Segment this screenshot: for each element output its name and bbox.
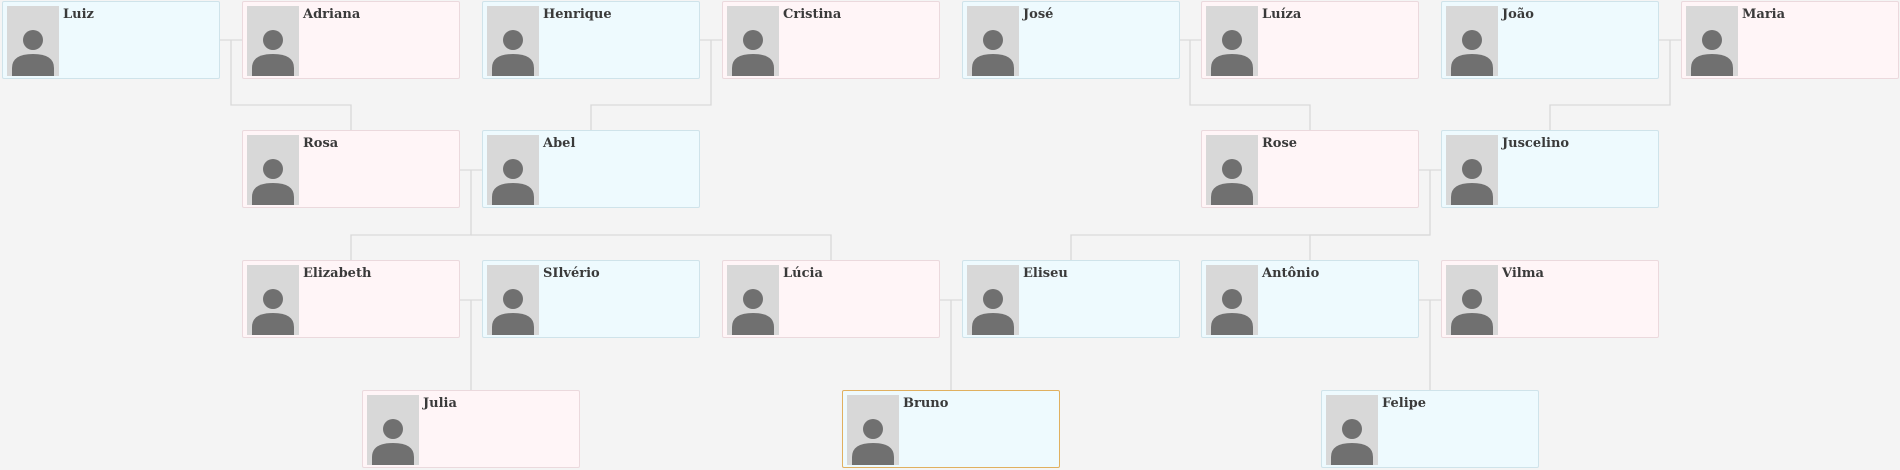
person-card-adriana[interactable]: Adriana [242, 1, 460, 79]
person-card-cristina[interactable]: Cristina [722, 1, 940, 79]
person-name: Elizabeth [303, 266, 372, 281]
person-card-antonio[interactable]: Antônio [1201, 260, 1419, 338]
person-name: José [1023, 7, 1054, 22]
avatar-icon [1446, 265, 1498, 335]
avatar-icon [1206, 6, 1258, 76]
person-card-felipe[interactable]: Felipe [1321, 390, 1539, 468]
person-card-vilma[interactable]: Vilma [1441, 260, 1659, 338]
descent-line [471, 234, 832, 260]
person-name: Vilma [1502, 266, 1544, 281]
person-name: Luiz [63, 7, 94, 22]
person-card-julia[interactable]: Julia [362, 390, 580, 468]
avatar-icon [1446, 6, 1498, 76]
person-name: Antônio [1262, 266, 1320, 281]
person-card-lucia[interactable]: Lúcia [722, 260, 940, 338]
person-name: Eliseu [1023, 266, 1068, 281]
person-card-henrique[interactable]: Henrique [482, 1, 700, 79]
avatar-icon [1326, 395, 1378, 465]
person-card-abel[interactable]: Abel [482, 130, 700, 208]
person-card-bruno[interactable]: Bruno [842, 390, 1060, 468]
person-card-jose[interactable]: José [962, 1, 1180, 79]
person-name: Maria [1742, 7, 1786, 22]
avatar-icon [487, 135, 539, 205]
person-name: SIlvério [543, 266, 600, 281]
person-name: João [1502, 7, 1534, 22]
avatar-icon [1206, 135, 1258, 205]
person-name: Adriana [303, 7, 361, 22]
avatar-icon [1446, 135, 1498, 205]
descent-line [1309, 234, 1430, 260]
person-name: Julia [423, 396, 457, 411]
person-card-luiza[interactable]: Luíza [1201, 1, 1419, 79]
person-name: Lúcia [783, 266, 823, 281]
avatar-icon [967, 265, 1019, 335]
avatar-icon [487, 265, 539, 335]
person-name: Cristina [783, 7, 842, 22]
avatar-icon [1686, 6, 1738, 76]
person-card-maria[interactable]: Maria [1681, 1, 1899, 79]
person-card-elizabeth[interactable]: Elizabeth [242, 260, 460, 338]
avatar-icon [727, 6, 779, 76]
person-name: Rosa [303, 136, 339, 151]
person-card-rose[interactable]: Rose [1201, 130, 1419, 208]
person-card-joao[interactable]: João [1441, 1, 1659, 79]
person-name: Juscelino [1502, 136, 1570, 151]
avatar-icon [247, 6, 299, 76]
person-name: Felipe [1382, 396, 1427, 411]
avatar-icon [1206, 265, 1258, 335]
avatar-icon [727, 265, 779, 335]
avatar-icon [487, 6, 539, 76]
person-name: Bruno [903, 396, 949, 411]
person-name: Abel [543, 136, 576, 151]
person-card-juscelino[interactable]: Juscelino [1441, 130, 1659, 208]
person-card-silverio[interactable]: SIlvério [482, 260, 700, 338]
avatar-icon [247, 265, 299, 335]
person-card-rosa[interactable]: Rosa [242, 130, 460, 208]
person-name: Luíza [1262, 7, 1302, 22]
person-name: Henrique [543, 7, 612, 22]
person-name: Rose [1262, 136, 1298, 151]
avatar-icon [847, 395, 899, 465]
person-card-luiz[interactable]: Luiz [2, 1, 220, 79]
avatar-icon [967, 6, 1019, 76]
person-card-eliseu[interactable]: Eliseu [962, 260, 1180, 338]
avatar-icon [7, 6, 59, 76]
avatar-icon [247, 135, 299, 205]
avatar-icon [367, 395, 419, 465]
